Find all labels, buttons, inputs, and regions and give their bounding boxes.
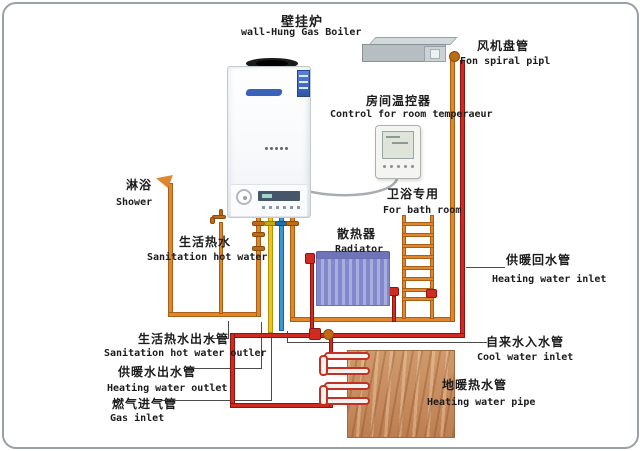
heating-supply-riser-fan-coil bbox=[450, 58, 455, 322]
sanitation-label-en: Sanitation hot water bbox=[147, 252, 268, 263]
floor-loop-left-vertical bbox=[230, 333, 235, 408]
radiator-inlet-valve bbox=[305, 253, 315, 264]
sanitation-outlet-label-en: Sanitation hot water outler bbox=[104, 348, 267, 359]
pointer-line-heating-outlet-v bbox=[261, 322, 262, 369]
floor-coil-finger bbox=[324, 352, 370, 360]
boiler-display bbox=[258, 191, 300, 201]
pointer-line-sanitation-outlet-v bbox=[228, 321, 229, 339]
bathroom-label-zh: 卫浴专用 bbox=[387, 187, 440, 201]
heating-outlet-label-en: Heating water outlet bbox=[107, 383, 228, 394]
thermostat-buttons bbox=[383, 165, 414, 168]
sanitation-outlet-label-zh: 生活热水出水管 bbox=[138, 332, 230, 346]
pointer-line-gas-inlet bbox=[161, 400, 271, 401]
wood-floor bbox=[347, 350, 455, 438]
cold-water-pipe bbox=[279, 216, 284, 331]
floor-coil-finger bbox=[324, 382, 370, 390]
shower-pipe-vertical bbox=[168, 183, 173, 317]
towel-radiator-rung bbox=[402, 255, 434, 259]
pointer-line-cold-water bbox=[287, 342, 487, 343]
radiator-return-riser bbox=[310, 262, 314, 337]
boiler-energy-bar bbox=[299, 81, 308, 83]
floor-coil-ubend bbox=[319, 385, 328, 406]
radiator-label-zh: 散热器 bbox=[337, 227, 377, 241]
gas-pipe bbox=[268, 216, 273, 333]
pointer-line-heating-outlet bbox=[186, 368, 262, 369]
heating-return-label-zh: 供暖回水管 bbox=[506, 253, 572, 267]
heating-outlet-label-zh: 供暖水出水管 bbox=[118, 365, 197, 379]
towel-radiator-rung bbox=[402, 222, 434, 226]
towel-radiator-rung bbox=[402, 244, 434, 248]
tap-pipe-vertical bbox=[219, 222, 223, 314]
radiator bbox=[316, 258, 390, 306]
boiler-heating-valve bbox=[286, 221, 299, 226]
boiler-flue-inner bbox=[256, 60, 288, 67]
pointer-line-sanitation-outlet bbox=[206, 338, 229, 339]
thermostat-label-en: Control for room temperaeur bbox=[330, 109, 493, 120]
sanitation-pipe-horizontal bbox=[168, 312, 261, 317]
fan-coil-valve bbox=[449, 51, 460, 62]
heating-return-horizontal bbox=[230, 333, 465, 338]
pointer-line-gas-inlet-v bbox=[271, 335, 272, 401]
floor-coil-finger bbox=[324, 397, 370, 405]
boiler-brand-logo bbox=[245, 89, 283, 96]
heating-return-riser bbox=[460, 60, 465, 338]
boiler-display-segment bbox=[262, 194, 272, 198]
towel-radiator-rung bbox=[402, 233, 434, 237]
radiator-label-en: Radiator bbox=[335, 244, 384, 255]
floor-loop-bottom-horizontal bbox=[230, 403, 333, 408]
gas-inlet-label-en: Gas inlet bbox=[110, 413, 165, 424]
fan-coil-vent bbox=[430, 49, 440, 59]
thermostat-screen-line bbox=[392, 142, 408, 144]
shower-label-zh: 淋浴 bbox=[126, 178, 153, 192]
bathroom-label-en: For bath room bbox=[383, 205, 462, 216]
towel-radiator-rung bbox=[402, 277, 434, 281]
floor-coil-ubend bbox=[319, 355, 328, 376]
boiler-energy-bar bbox=[299, 75, 308, 77]
boiler-energy-bar bbox=[299, 87, 308, 89]
fan-coil-label-zh: 风机盘管 bbox=[477, 39, 530, 53]
dhw-pipe-valve-2 bbox=[252, 246, 265, 251]
thermostat-label-zh: 房间温控器 bbox=[366, 94, 432, 108]
tap-spout bbox=[210, 217, 215, 224]
towel-radiator-rung bbox=[402, 266, 434, 270]
boiler-status-dots bbox=[265, 147, 288, 150]
cold-water-label-en: Cool water inlet bbox=[477, 352, 574, 363]
cold-water-label-zh: 自来水入水管 bbox=[486, 335, 565, 349]
boiler-dial-dot bbox=[243, 196, 247, 200]
boiler-label-zh: 壁挂炉 bbox=[281, 15, 324, 30]
thermostat-screen-line bbox=[386, 136, 400, 138]
floor-heating-label-zh: 地暖热水管 bbox=[442, 378, 508, 392]
thermostat-screen bbox=[382, 131, 414, 159]
floor-heating-label-en: Heating water pipe bbox=[427, 397, 536, 408]
towel-radiator-valve bbox=[426, 289, 437, 298]
radiator-drain-stub bbox=[392, 296, 396, 322]
floor-loop-valve-red bbox=[309, 328, 321, 340]
pointer-line-heating-return bbox=[466, 267, 505, 268]
heating-supply-pipe-vertical bbox=[290, 216, 295, 322]
boiler-buttons bbox=[262, 206, 300, 209]
boiler-label-en: wall-Hung Gas Boiler bbox=[241, 27, 362, 38]
tap-stem bbox=[219, 209, 223, 216]
floor-coil-finger bbox=[324, 367, 370, 375]
heating-return-label-en: Heating water inlet bbox=[492, 274, 607, 285]
floor-loop-valve-orange bbox=[323, 329, 334, 340]
shower-label-en: Shower bbox=[116, 197, 153, 208]
dhw-pipe-valve-1 bbox=[252, 232, 265, 237]
sanitation-label-zh: 生活热水 bbox=[179, 235, 232, 249]
towel-radiator-rung bbox=[402, 297, 434, 301]
fan-coil-label-en: Fon spiral pipl bbox=[460, 56, 551, 67]
gas-inlet-label-zh: 燃气进气管 bbox=[112, 397, 178, 411]
